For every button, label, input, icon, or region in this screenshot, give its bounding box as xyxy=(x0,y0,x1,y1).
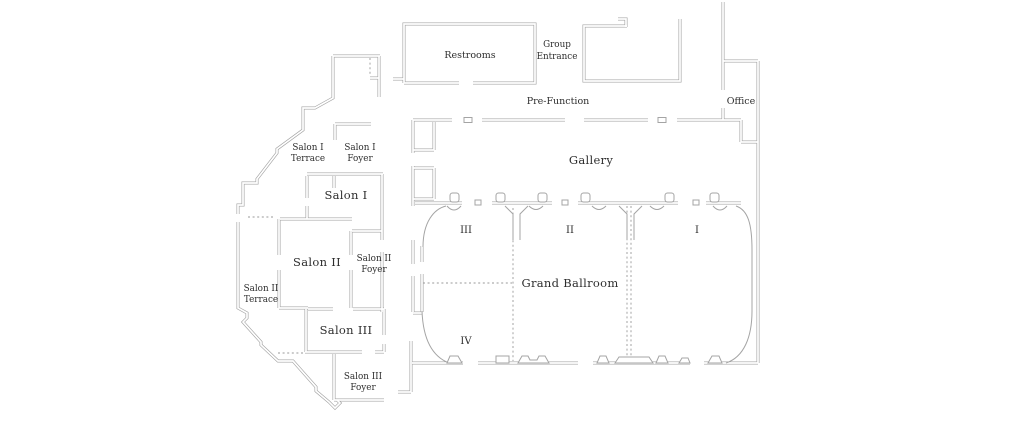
label-group-entrance-line2: Entrance xyxy=(537,52,578,62)
label-section-i: I xyxy=(695,225,699,236)
room-labels: Restrooms Group Entrance Pre-Function Of… xyxy=(244,40,756,393)
label-salon1-terrace-line2: Terrace xyxy=(291,154,325,164)
curved-wall-top-left xyxy=(422,205,447,248)
label-salon1-foyer-line2: Foyer xyxy=(347,154,373,164)
curved-wall-top-right xyxy=(735,205,753,311)
airwall-pocket-tabs xyxy=(449,192,720,203)
airwall-humps xyxy=(446,205,728,211)
pocket-tab xyxy=(664,192,675,203)
label-salon3-foyer-line1: Salon III xyxy=(344,372,382,382)
pocket-tab xyxy=(537,192,548,203)
threshold xyxy=(446,355,463,364)
threshold xyxy=(707,355,723,364)
label-gallery: Gallery xyxy=(569,153,614,167)
pocket-tab xyxy=(495,192,506,203)
threshold xyxy=(678,357,691,364)
label-restrooms: Restrooms xyxy=(444,50,495,61)
label-salon3-foyer-line2: Foyer xyxy=(350,383,376,393)
door-stop-3 xyxy=(692,199,700,206)
column-marker-left xyxy=(463,117,473,123)
label-salon2: Salon II xyxy=(293,255,341,269)
label-salon2-terrace-line1: Salon II xyxy=(244,284,279,294)
pocket-tab xyxy=(709,192,720,203)
label-grand-ballroom: Grand Ballroom xyxy=(521,276,618,290)
walls-inner-stroke xyxy=(237,1,759,409)
label-salon1-foyer-line1: Salon I xyxy=(344,143,375,153)
threshold xyxy=(495,355,510,364)
threshold-shapes xyxy=(446,355,723,364)
pocket-tab xyxy=(580,192,591,203)
pocket-tab xyxy=(449,192,460,203)
threshold xyxy=(596,355,610,364)
label-group-entrance-line1: Group xyxy=(543,40,571,50)
threshold xyxy=(614,356,654,364)
airwall-stem-left xyxy=(504,205,529,240)
column-marker-right xyxy=(657,117,667,123)
airwall-stem-right xyxy=(618,205,643,240)
label-salon1: Salon I xyxy=(324,188,367,202)
label-salon2-foyer-line2: Foyer xyxy=(361,265,387,275)
threshold xyxy=(655,355,669,364)
label-section-ii: II xyxy=(566,225,574,236)
label-salon2-foyer-line1: Salon II xyxy=(357,254,392,264)
threshold xyxy=(517,355,550,364)
curved-wall-bottom-right xyxy=(725,310,753,364)
label-office: Office xyxy=(727,96,756,107)
label-pre-function: Pre-Function xyxy=(527,96,590,107)
label-salon2-terrace-line2: Terrace xyxy=(244,295,278,305)
dashed-lines xyxy=(248,58,632,361)
plan-details xyxy=(421,117,753,364)
label-salon3: Salon III xyxy=(320,323,373,337)
door-stop-1 xyxy=(474,199,482,206)
label-section-iii: III xyxy=(460,225,472,236)
label-section-iv: IV xyxy=(460,336,472,347)
curved-wall-bottom-left xyxy=(421,310,450,364)
label-salon1-terrace-line1: Salon I xyxy=(292,143,323,153)
door-stop-2 xyxy=(561,199,569,206)
